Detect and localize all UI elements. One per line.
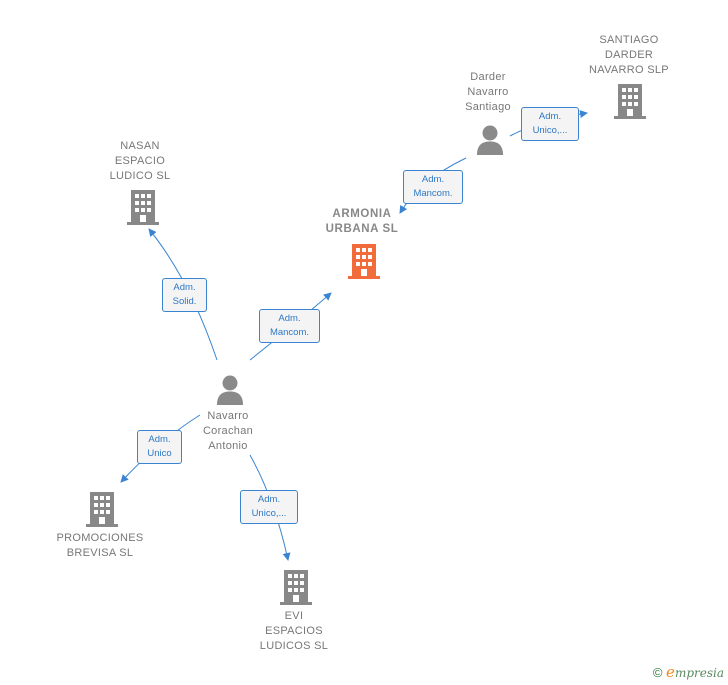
- edge-label-line: Unico,...: [532, 125, 568, 136]
- company-label-evi[interactable]: EVI ESPACIOS LUDICOS SL: [259, 610, 329, 652]
- edge-label-darder-santiago[interactable]: Adm. Unico,...: [521, 107, 579, 141]
- edge-label-navarro-armonia[interactable]: Adm. Mancom.: [259, 309, 320, 343]
- building-icon[interactable]: [86, 491, 118, 532]
- building-icon[interactable]: [280, 569, 312, 610]
- brand-initial: e: [666, 663, 675, 681]
- edge-label-line: Unico,...: [251, 508, 287, 519]
- edge-label-darder-armonia[interactable]: Adm. Mancom.: [403, 170, 463, 204]
- brand-name: mpresia: [674, 666, 724, 680]
- building-icon[interactable]: [614, 83, 646, 124]
- copyright-symbol: ©: [652, 665, 663, 680]
- edge-label-line: Adm.: [538, 111, 562, 122]
- edge-label-line: Adm.: [278, 313, 301, 324]
- person-label-darder[interactable]: Darder Navarro Santiago: [465, 71, 511, 113]
- edge-label-navarro-promociones[interactable]: Adm. Unico: [137, 430, 182, 464]
- company-label-santiago-slp[interactable]: SANTIAGO DARDER NAVARRO SLP: [589, 34, 669, 76]
- company-label-nasan[interactable]: NASAN ESPACIO LUDICO SL: [109, 140, 171, 182]
- copyright-mark: © empresia: [653, 663, 724, 681]
- building-icon[interactable]: [348, 243, 380, 284]
- company-label-armonia[interactable]: ARMONIA URBANA SL: [325, 208, 399, 235]
- edge-label-line: Adm.: [257, 494, 281, 505]
- edge-label-line: Solid.: [172, 296, 197, 307]
- building-icon[interactable]: [127, 189, 159, 230]
- edge-label-line: Mancom.: [269, 327, 310, 338]
- person-icon[interactable]: [475, 124, 505, 161]
- person-label-navarro[interactable]: Navarro Corachan Antonio: [202, 410, 254, 452]
- edge-label-line: Adm.: [148, 434, 171, 445]
- edge-label-line: Adm.: [421, 174, 445, 185]
- edge-label-line: Mancom.: [413, 188, 453, 199]
- person-icon[interactable]: [215, 374, 245, 411]
- company-label-promociones[interactable]: PROMOCIONES BREVISA SL: [56, 532, 144, 559]
- edge-label-navarro-nasan[interactable]: Adm. Solid.: [162, 278, 207, 312]
- edge-label-line: Unico: [147, 448, 172, 459]
- edge-label-navarro-evi[interactable]: Adm. Unico,...: [240, 490, 298, 524]
- edge-label-line: Adm.: [173, 282, 196, 293]
